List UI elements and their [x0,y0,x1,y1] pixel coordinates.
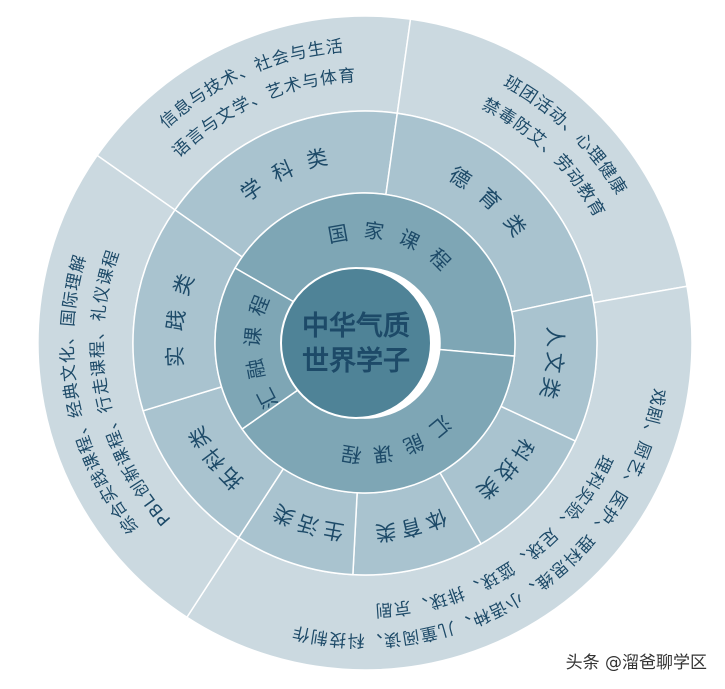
center-circle [280,267,432,419]
center-title-line1: 中华气质 [302,310,410,342]
center-circle-group: 中华气质 世界学子 [280,267,432,419]
segment-course-skills [241,348,516,494]
watermark: 头条 @溜爸聊学区 [565,653,707,673]
center-title-line2: 世界学子 [302,345,410,377]
